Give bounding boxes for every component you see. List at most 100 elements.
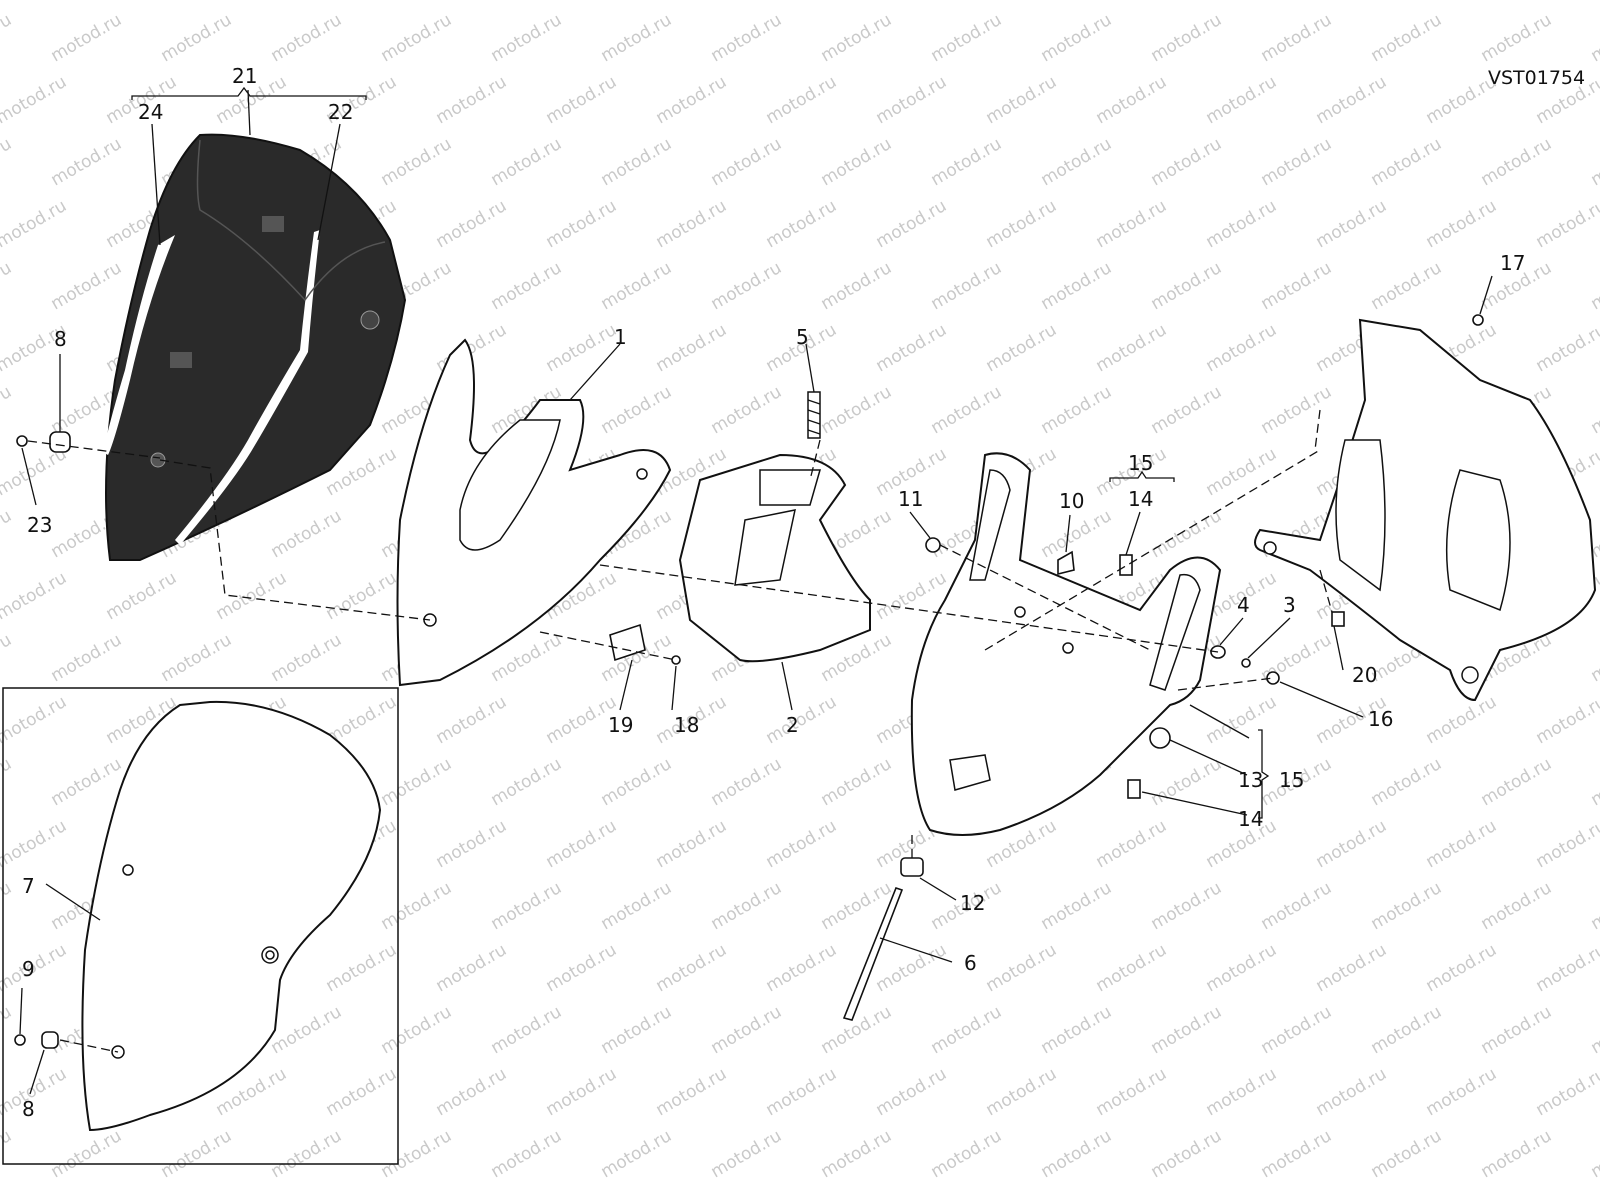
callout-12: 12 <box>960 891 985 915</box>
screw-23 <box>16 435 28 447</box>
watermark-text: motod.ru <box>983 72 1061 128</box>
callout-18: 18 <box>674 713 699 737</box>
watermark-text: motod.ru <box>268 1126 346 1182</box>
callout-14-bottom: 14 <box>1238 807 1263 831</box>
watermark-text: motod.ru <box>0 258 15 314</box>
watermark-text: motod.ru <box>1368 10 1446 66</box>
watermark-text: motod.ru <box>873 1064 951 1120</box>
watermark-text: motod.ru <box>1148 10 1226 66</box>
watermark-text: motod.ru <box>323 1064 401 1120</box>
watermark-text: motod.ru <box>48 134 126 190</box>
callout-15-top: 15 <box>1128 451 1153 475</box>
watermark-text: motod.ru <box>818 10 896 66</box>
callout-8-inset: 8 <box>22 1097 35 1121</box>
callout-1: 1 <box>614 325 627 349</box>
watermark-text: motod.ru <box>983 1064 1061 1120</box>
watermark-text: motod.ru <box>378 878 456 934</box>
watermark-text: motod.ru <box>708 134 786 190</box>
watermark-text: motod.ru <box>1203 692 1281 748</box>
callout-7: 7 <box>22 874 35 898</box>
watermark-text: motod.ru <box>598 382 676 438</box>
watermark-text: motod.ru <box>48 10 126 66</box>
watermark-text: motod.ru <box>543 1064 621 1120</box>
watermark-text: motod.ru <box>0 0 70 4</box>
watermark-text: motod.ru <box>1148 258 1226 314</box>
windscreen-clear <box>81 700 382 1132</box>
watermark-text: motod.ru <box>1258 382 1336 438</box>
watermark-text: motod.ru <box>323 568 401 624</box>
callout-15-bottom: 15 <box>1279 768 1304 792</box>
inset-frame <box>2 687 399 1165</box>
callout-2: 2 <box>786 713 799 737</box>
watermark-text: motod.ru <box>598 258 676 314</box>
watermark-text: motod.ru <box>158 10 236 66</box>
watermark-text: motod.ru <box>1258 10 1336 66</box>
watermark-text: motod.ru <box>1533 940 1600 996</box>
watermark-text: motod.ru <box>1203 196 1281 252</box>
watermark-text: motod.ru <box>1148 382 1226 438</box>
watermark-text: motod.ru <box>0 816 70 872</box>
callout-4: 4 <box>1237 593 1250 617</box>
screw-16 <box>1266 671 1280 685</box>
screw-9 <box>14 1034 26 1046</box>
watermark-text: motod.ru <box>1423 692 1501 748</box>
watermark-text: motod.ru <box>433 1064 511 1120</box>
watermark-text: motod.ru <box>1588 134 1600 190</box>
watermark-text: motod.ru <box>873 320 951 376</box>
watermark-text: motod.ru <box>433 692 511 748</box>
callout-20: 20 <box>1352 663 1377 687</box>
watermark-text: motod.ru <box>0 10 15 66</box>
watermark-text: motod.ru <box>818 258 896 314</box>
watermark-text: motod.ru <box>0 506 15 562</box>
watermark-text: motod.ru <box>1313 1064 1391 1120</box>
watermark-text: motod.ru <box>1478 878 1556 934</box>
watermark-text: motod.ru <box>1423 940 1501 996</box>
nut-20 <box>1331 611 1345 627</box>
watermark-text: motod.ru <box>708 258 786 314</box>
watermark-text: motod.ru <box>1313 816 1391 872</box>
watermark-text: motod.ru <box>543 0 621 4</box>
watermark-text: motod.ru <box>653 72 731 128</box>
watermark-text: motod.ru <box>708 1126 786 1182</box>
watermark-text: motod.ru <box>1148 134 1226 190</box>
watermark-text: motod.ru <box>708 878 786 934</box>
watermark-text: motod.ru <box>543 196 621 252</box>
watermark-text: motod.ru <box>763 1064 841 1120</box>
watermark-text: motod.ru <box>708 1002 786 1058</box>
watermark-text: motod.ru <box>1478 1002 1556 1058</box>
watermark-text: motod.ru <box>1588 382 1600 438</box>
watermark-text: motod.ru <box>1148 878 1226 934</box>
watermark-text: motod.ru <box>48 630 126 686</box>
watermark-text: motod.ru <box>1588 10 1600 66</box>
watermark-text: motod.ru <box>598 1126 676 1182</box>
watermark-text: motod.ru <box>1368 878 1446 934</box>
watermark-text: motod.ru <box>1313 196 1391 252</box>
watermark-text: motod.ru <box>983 940 1061 996</box>
watermark-text: motod.ru <box>873 196 951 252</box>
watermark-text: motod.ru <box>598 10 676 66</box>
callout-19: 19 <box>608 713 633 737</box>
watermark-text: motod.ru <box>323 0 401 4</box>
watermark-text: motod.ru <box>598 134 676 190</box>
watermark-text: motod.ru <box>488 878 566 934</box>
grommet-12 <box>900 857 924 877</box>
watermark-text: motod.ru <box>653 940 731 996</box>
watermark-text: motod.ru <box>1203 72 1281 128</box>
watermark-text: motod.ru <box>488 134 566 190</box>
watermark-text: motod.ru <box>103 568 181 624</box>
watermark-text: motod.ru <box>1533 196 1600 252</box>
group-brackets <box>131 86 1270 819</box>
watermark-text: motod.ru <box>1038 1002 1116 1058</box>
watermark-text: motod.ru <box>268 1002 346 1058</box>
watermark-text: motod.ru <box>1258 878 1336 934</box>
watermark-text: motod.ru <box>1093 72 1171 128</box>
watermark-text: motod.ru <box>1038 134 1116 190</box>
watermark-text: motod.ru <box>1368 258 1446 314</box>
duct-2 <box>678 453 871 663</box>
watermark-text: motod.ru <box>1588 1002 1600 1058</box>
watermark-text: motod.ru <box>598 1002 676 1058</box>
watermark-text: motod.ru <box>1258 134 1336 190</box>
callout-17: 17 <box>1500 251 1525 275</box>
watermark-text: motod.ru <box>158 630 236 686</box>
watermark-text: motod.ru <box>1093 816 1171 872</box>
